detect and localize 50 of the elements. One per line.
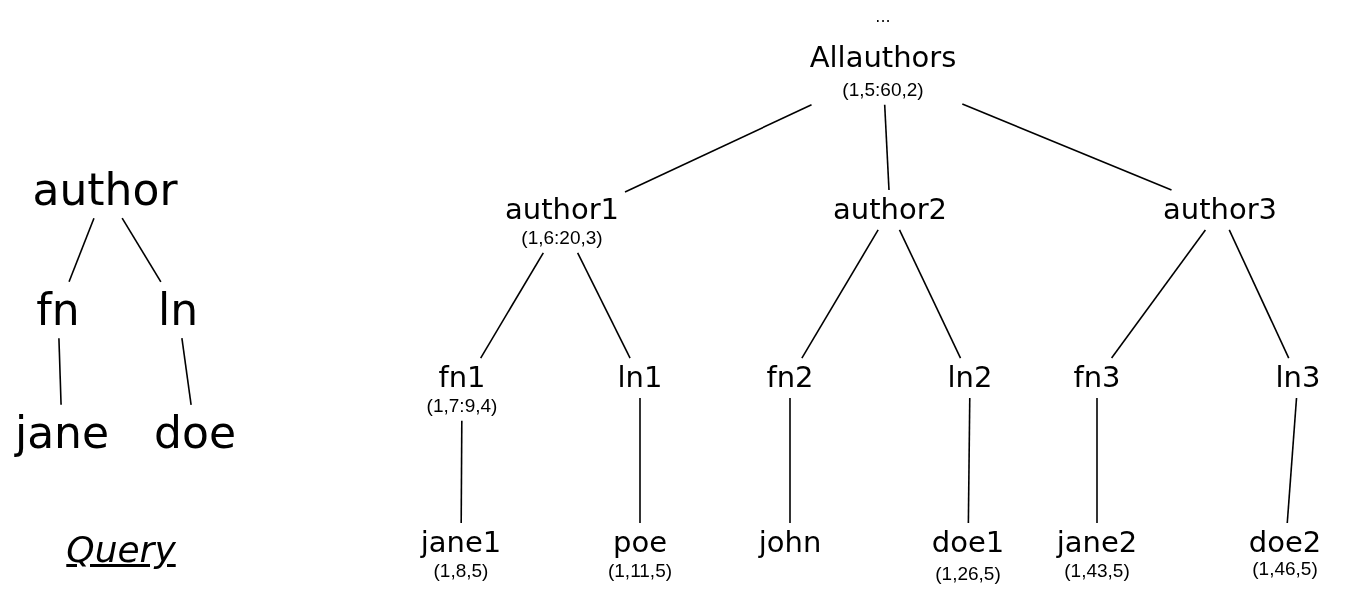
position-code: (1,6:20,3) — [520, 227, 604, 249]
position-code: (1,5:60,2) — [841, 79, 925, 101]
node-label: doe2 — [1248, 527, 1322, 559]
tree-edge — [801, 229, 879, 359]
position-code: (1,43,5) — [1063, 560, 1131, 582]
tree-edge — [1096, 397, 1098, 524]
position-code: (1,11,5) — [607, 560, 673, 582]
tree-edge — [789, 397, 791, 524]
tree-edge — [967, 397, 971, 524]
node-label: fn2 — [766, 362, 814, 394]
node-label: doe — [154, 408, 236, 458]
node-label: fn — [36, 285, 80, 335]
node-label: john — [758, 527, 822, 559]
node-label: jane2 — [1056, 527, 1138, 559]
ellipsis-label: ... — [875, 8, 891, 26]
node-label: fn3 — [1073, 362, 1121, 394]
node-label: ln3 — [1275, 362, 1321, 394]
tree-edge — [898, 229, 962, 359]
tree-edge — [479, 252, 545, 359]
tree-edge — [961, 103, 1173, 191]
position-code: (1,8,5) — [432, 560, 490, 582]
tree-edge — [460, 420, 463, 524]
tree-edge — [1110, 229, 1207, 359]
node-label: ln2 — [947, 362, 993, 394]
node-label: poe — [612, 527, 668, 559]
node-label: author3 — [1163, 194, 1277, 226]
query-caption: Query — [66, 530, 176, 570]
tree-edge — [639, 397, 641, 524]
node-label: Allauthors — [809, 42, 957, 74]
tree-edge — [58, 337, 62, 406]
tree-edge — [1286, 397, 1298, 524]
tree-edge — [181, 337, 192, 406]
node-label: author2 — [833, 194, 947, 226]
position-code: (1,7:9,4) — [426, 395, 498, 417]
position-code: (1,46,5) — [1251, 558, 1319, 580]
node-label: author — [32, 165, 178, 215]
node-label: author1 — [505, 194, 619, 226]
node-label: ln1 — [617, 362, 663, 394]
position-code: (1,26,5) — [934, 563, 1002, 585]
tree-edge — [576, 252, 631, 359]
tree-edge — [624, 104, 813, 193]
tree-edge — [68, 217, 95, 283]
tree-edge — [121, 217, 162, 283]
node-label: fn1 — [437, 362, 487, 394]
node-label: jane1 — [420, 527, 502, 559]
node-label: doe1 — [931, 527, 1005, 559]
tree-edge — [883, 104, 890, 191]
tree-edge — [1228, 229, 1290, 359]
node-label: ln — [157, 285, 199, 335]
node-label: jane — [14, 408, 110, 458]
